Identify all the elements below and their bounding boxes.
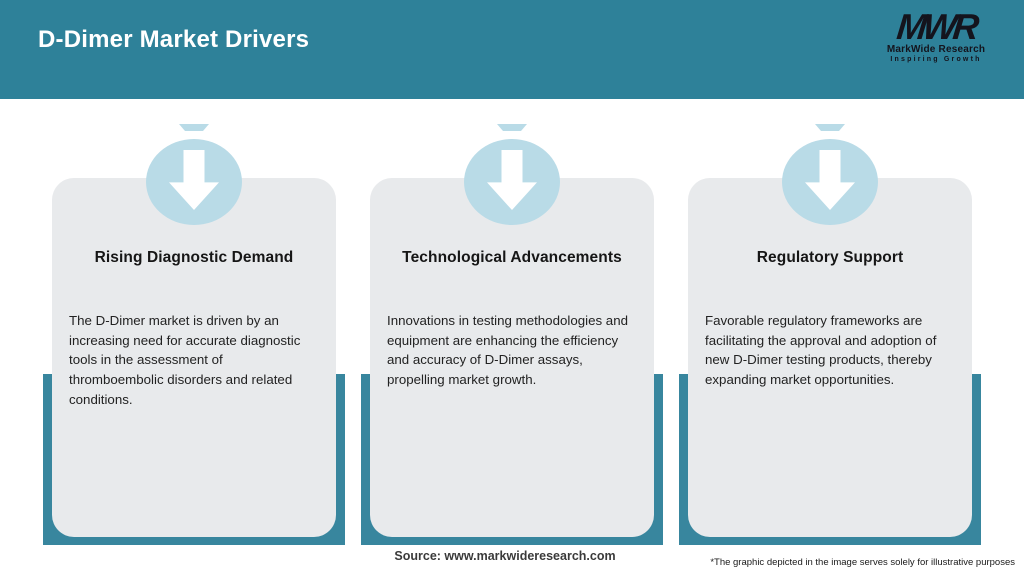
arrow-down-icon [487, 150, 537, 210]
icon-circle [464, 139, 560, 225]
disclaimer-note: *The graphic depicted in the image serve… [710, 557, 1015, 568]
driver-card: Rising Diagnostic Demand The D-Dimer mar… [52, 178, 336, 537]
icon-circle [782, 139, 878, 225]
markwide-research-logo: MWR MarkWide Research Inspiring Growth [876, 6, 996, 64]
page-title: D-Dimer Market Drivers [38, 26, 310, 53]
card-title: Regulatory Support [756, 249, 904, 266]
source-attribution: Source: www.markwideresearch.com [394, 549, 616, 563]
arrow-tip-fragment [815, 124, 845, 131]
driver-card-column: Rising Diagnostic Demand The D-Dimer mar… [43, 124, 345, 545]
logo-tagline: Inspiring Growth [890, 56, 982, 63]
card-title: Rising Diagnostic Demand [94, 249, 294, 266]
driver-card-column: Technological Advancements Innovations i… [361, 124, 663, 545]
driver-card: Regulatory Support Favorable regulatory … [688, 178, 972, 537]
card-body-text: The D-Dimer market is driven by an incre… [69, 313, 301, 407]
arrow-down-icon [805, 150, 855, 210]
card-body-text: Favorable regulatory frameworks are faci… [705, 313, 937, 388]
icon-circle [146, 139, 242, 225]
card-title: Technological Advancements [402, 249, 622, 266]
driver-card-column: Regulatory Support Favorable regulatory … [679, 124, 981, 545]
logo-acronym: MWR [894, 6, 978, 47]
arrow-tip-fragment [179, 124, 209, 131]
logo-name: MarkWide Research [886, 44, 986, 55]
header-bar: D-Dimer Market Drivers MWR MarkWide Rese… [0, 0, 1024, 99]
arrow-down-icon [169, 150, 219, 210]
arrow-tip-fragment [497, 124, 527, 131]
driver-card: Technological Advancements Innovations i… [370, 178, 654, 537]
card-body-text: Innovations in testing methodologies and… [387, 313, 628, 388]
